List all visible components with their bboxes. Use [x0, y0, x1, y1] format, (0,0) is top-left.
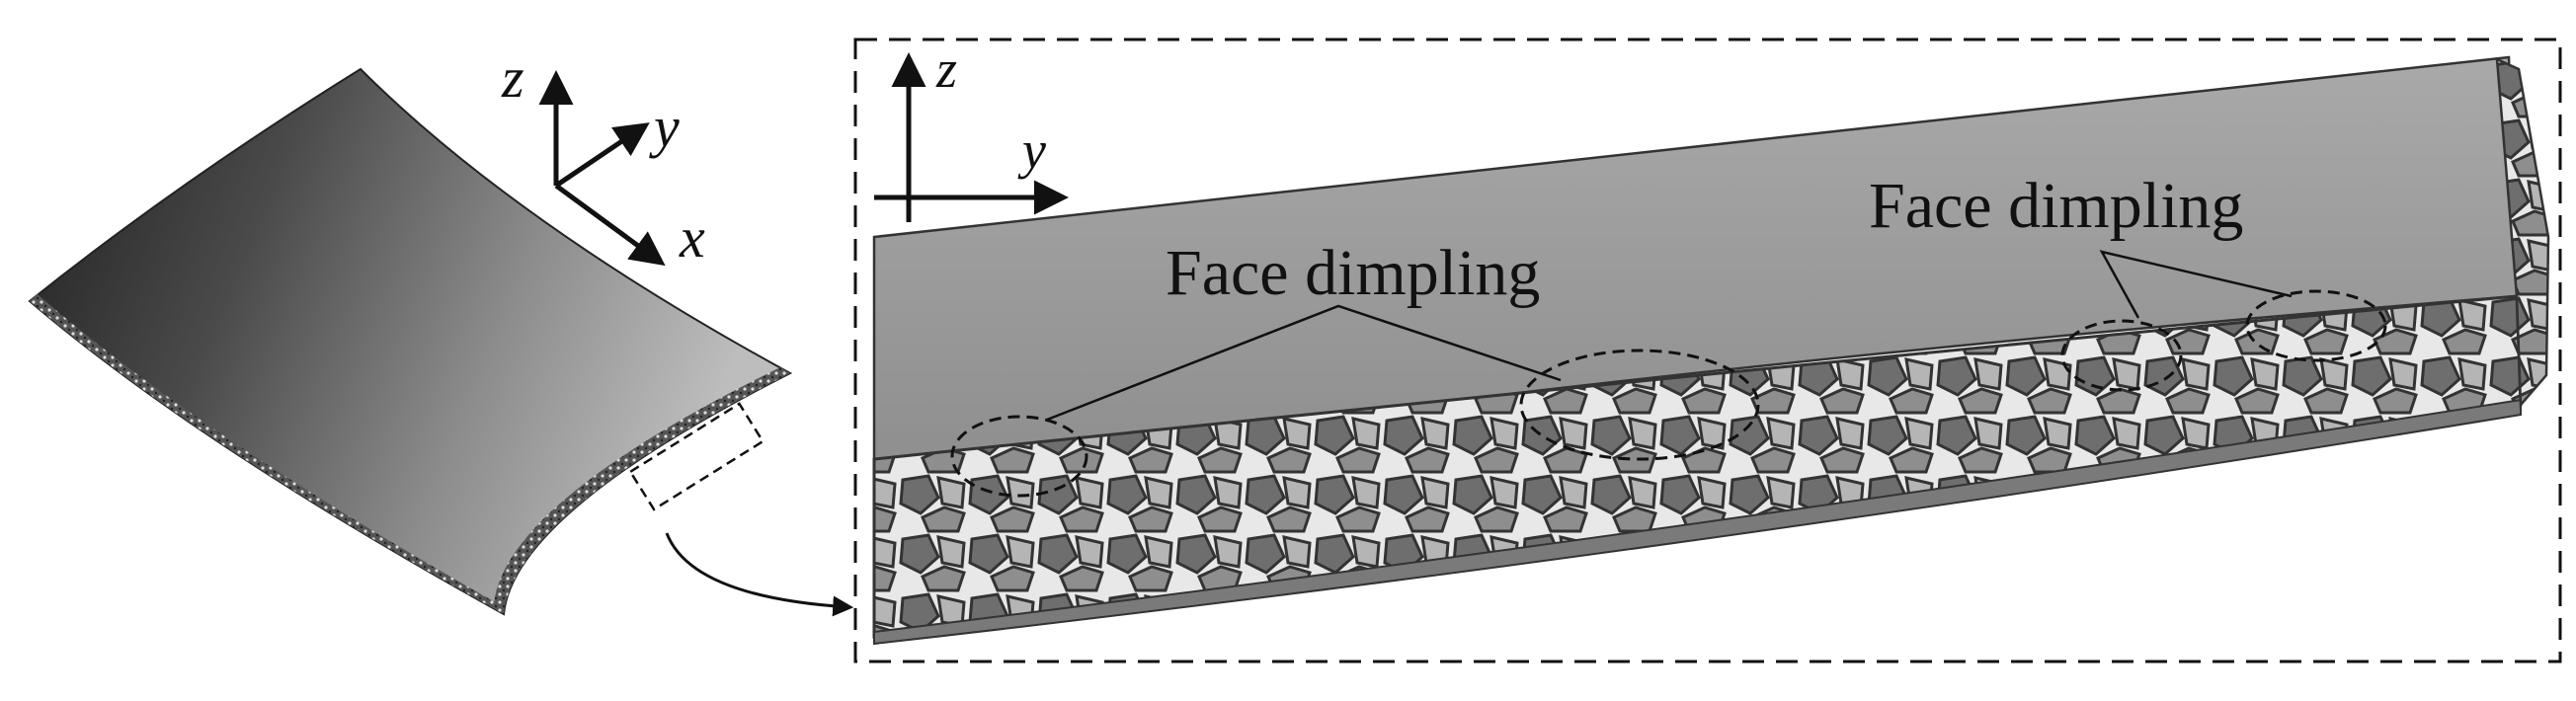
beam-section: [872, 55, 2550, 646]
leader-right: [2099, 250, 2293, 319]
beam-end-face: [2495, 56, 2550, 409]
dimpling-markers: [950, 289, 2387, 498]
y-axis-arrow: [554, 122, 650, 189]
leader-left: [1046, 304, 1562, 422]
dimple-ellipse-1: [950, 415, 1088, 498]
axes-triad-left: z y x: [501, 45, 705, 270]
curved-panel: [28, 67, 793, 616]
x-axis-arrow: [554, 183, 666, 267]
z-axis-label: z: [501, 45, 524, 110]
face-dimpling-label-right: Face dimpling: [1869, 170, 2243, 242]
panel-core-edge: [30, 294, 504, 614]
leader-lines: [1046, 250, 2293, 422]
y-axis-label: y: [649, 95, 680, 159]
selection-box: [628, 402, 765, 511]
y-axis-label-right: y: [1017, 120, 1046, 180]
face-dimpling-label-left: Face dimpling: [1166, 237, 1540, 309]
face-sheet-bottom: [873, 398, 2522, 646]
dimple-ellipse-4: [2245, 289, 2387, 362]
zoom-frame: [853, 38, 2562, 663]
axes-triad-right: z y: [874, 39, 1069, 222]
dimple-ellipse-3: [2060, 319, 2183, 392]
dimple-ellipse-2: [1519, 349, 1760, 461]
x-axis-label: x: [679, 205, 705, 270]
z-axis-label-right: z: [935, 39, 957, 99]
zoom-arrow: [665, 532, 854, 617]
